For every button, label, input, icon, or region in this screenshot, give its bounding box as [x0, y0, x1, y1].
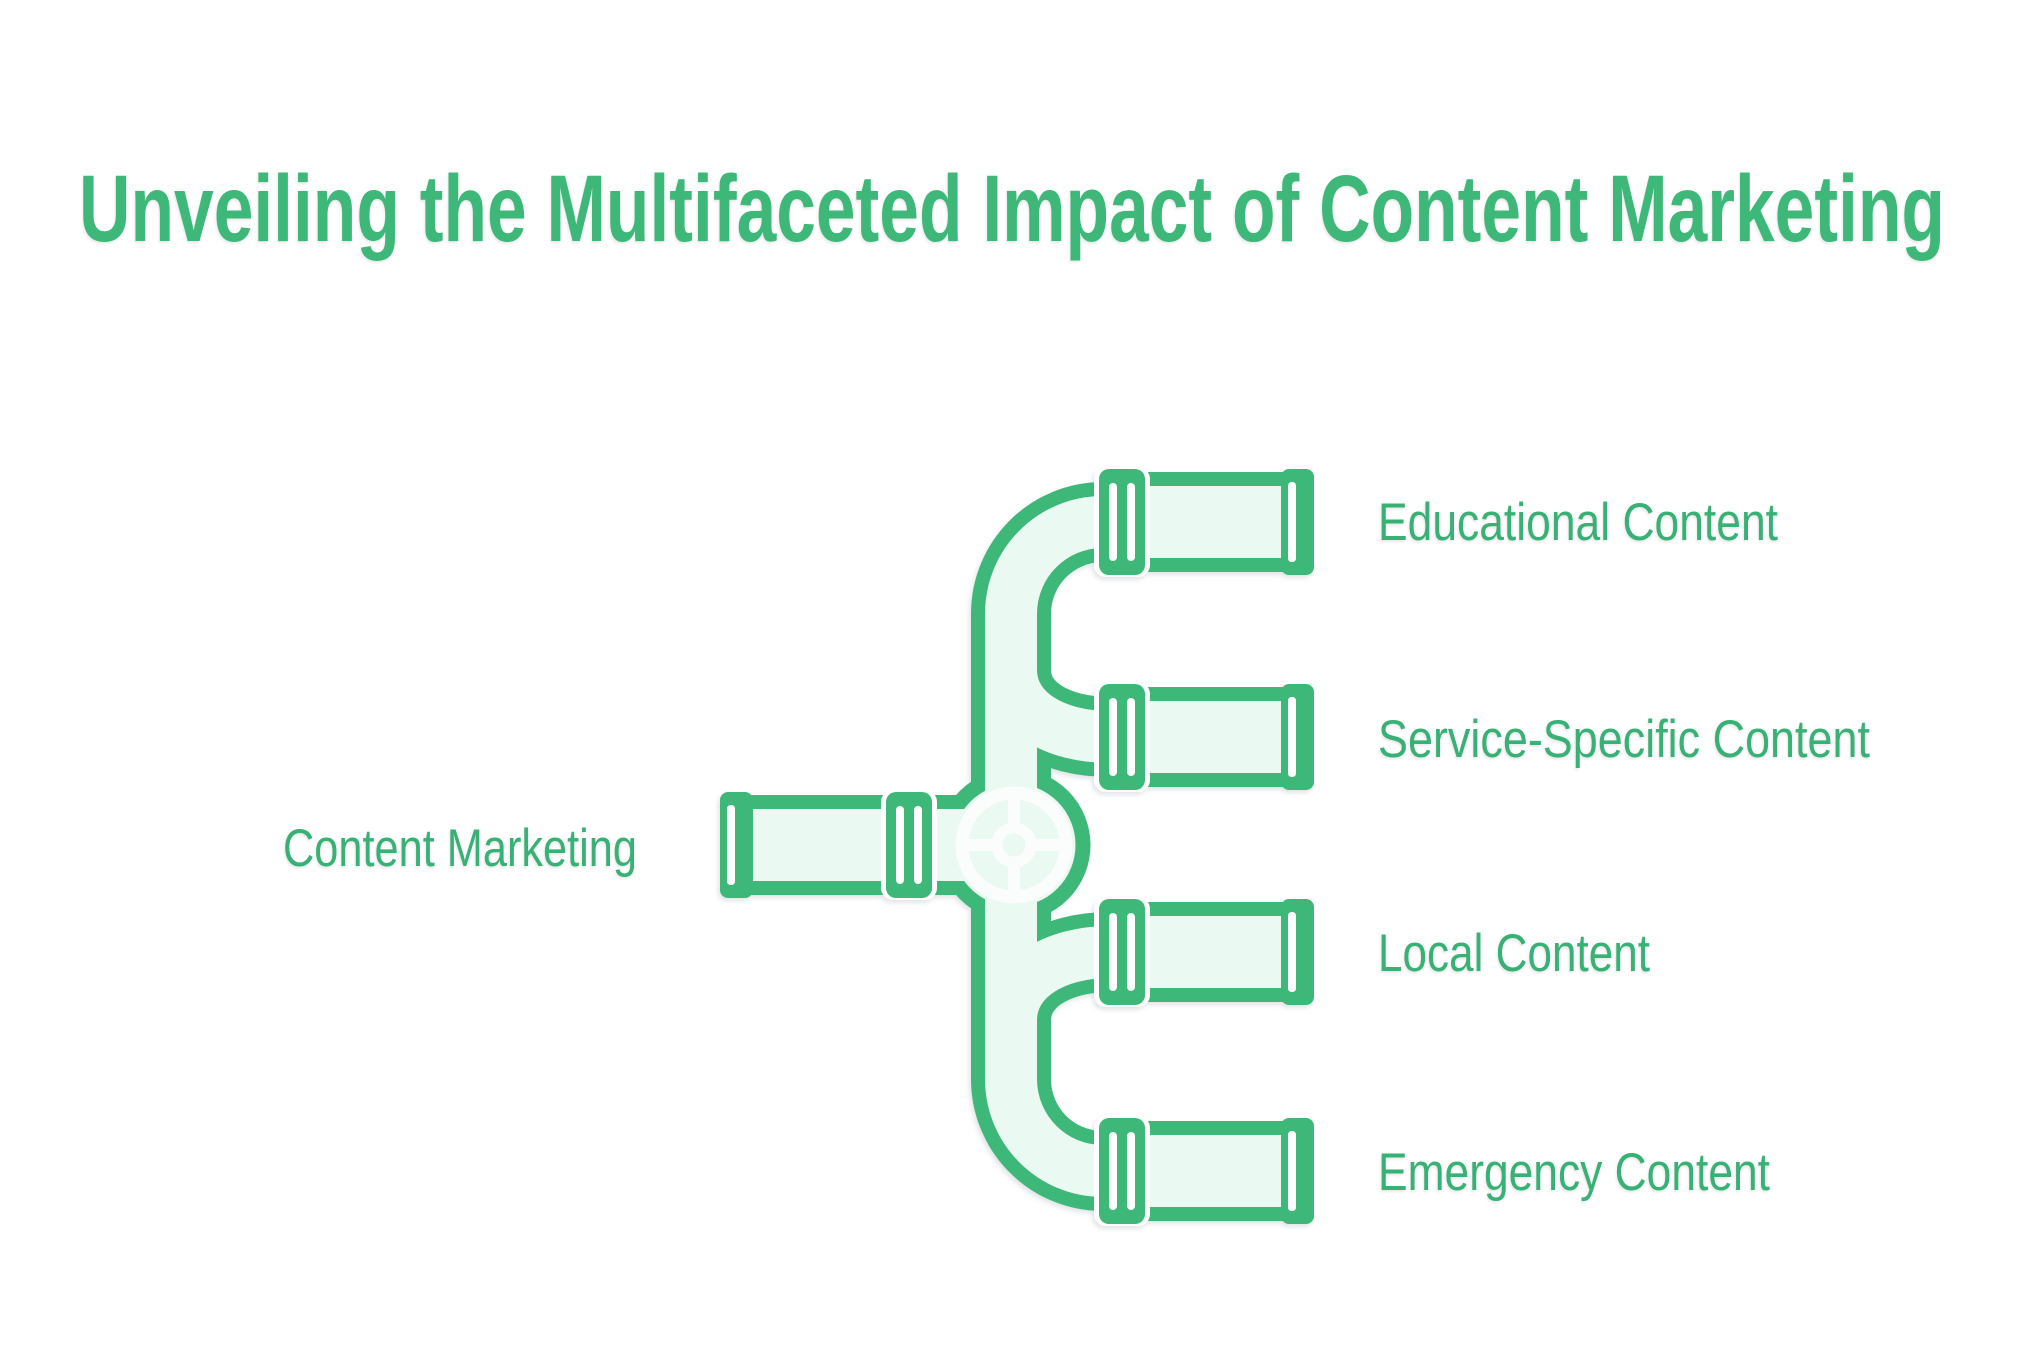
pipe-manifold-diagram	[720, 467, 1314, 1226]
branch-label-local-content: Local Content	[1378, 924, 1650, 983]
branch-label-educational-content: Educational Content	[1378, 493, 1778, 552]
valve-wheel-icon	[955, 786, 1073, 904]
source-label: Content Marketing	[283, 819, 637, 878]
page-title: Unveiling the Multifaceted Impact of Con…	[79, 156, 1945, 262]
outlet-3-end-cap	[1281, 899, 1314, 1005]
outlet-4-coupling-flange	[1094, 1116, 1150, 1226]
outlet-1-end-cap	[1281, 469, 1314, 575]
source-end-cap	[720, 792, 753, 898]
branch-label-service-specific-content: Service-Specific Content	[1378, 710, 1870, 769]
source-coupling-flange	[881, 790, 937, 900]
branch-label-emergency-content: Emergency Content	[1378, 1143, 1770, 1202]
pipe-branch-upper-interior	[985, 667, 1111, 763]
outlet-3-coupling-flange	[1094, 897, 1150, 1007]
outlet-1-coupling-flange	[1094, 467, 1150, 577]
outlet-4-end-cap	[1281, 1118, 1314, 1224]
outlet-2-end-cap	[1281, 684, 1314, 790]
outlet-2-coupling-flange	[1094, 682, 1150, 792]
pipe-branch-lower-interior	[985, 926, 1111, 1023]
